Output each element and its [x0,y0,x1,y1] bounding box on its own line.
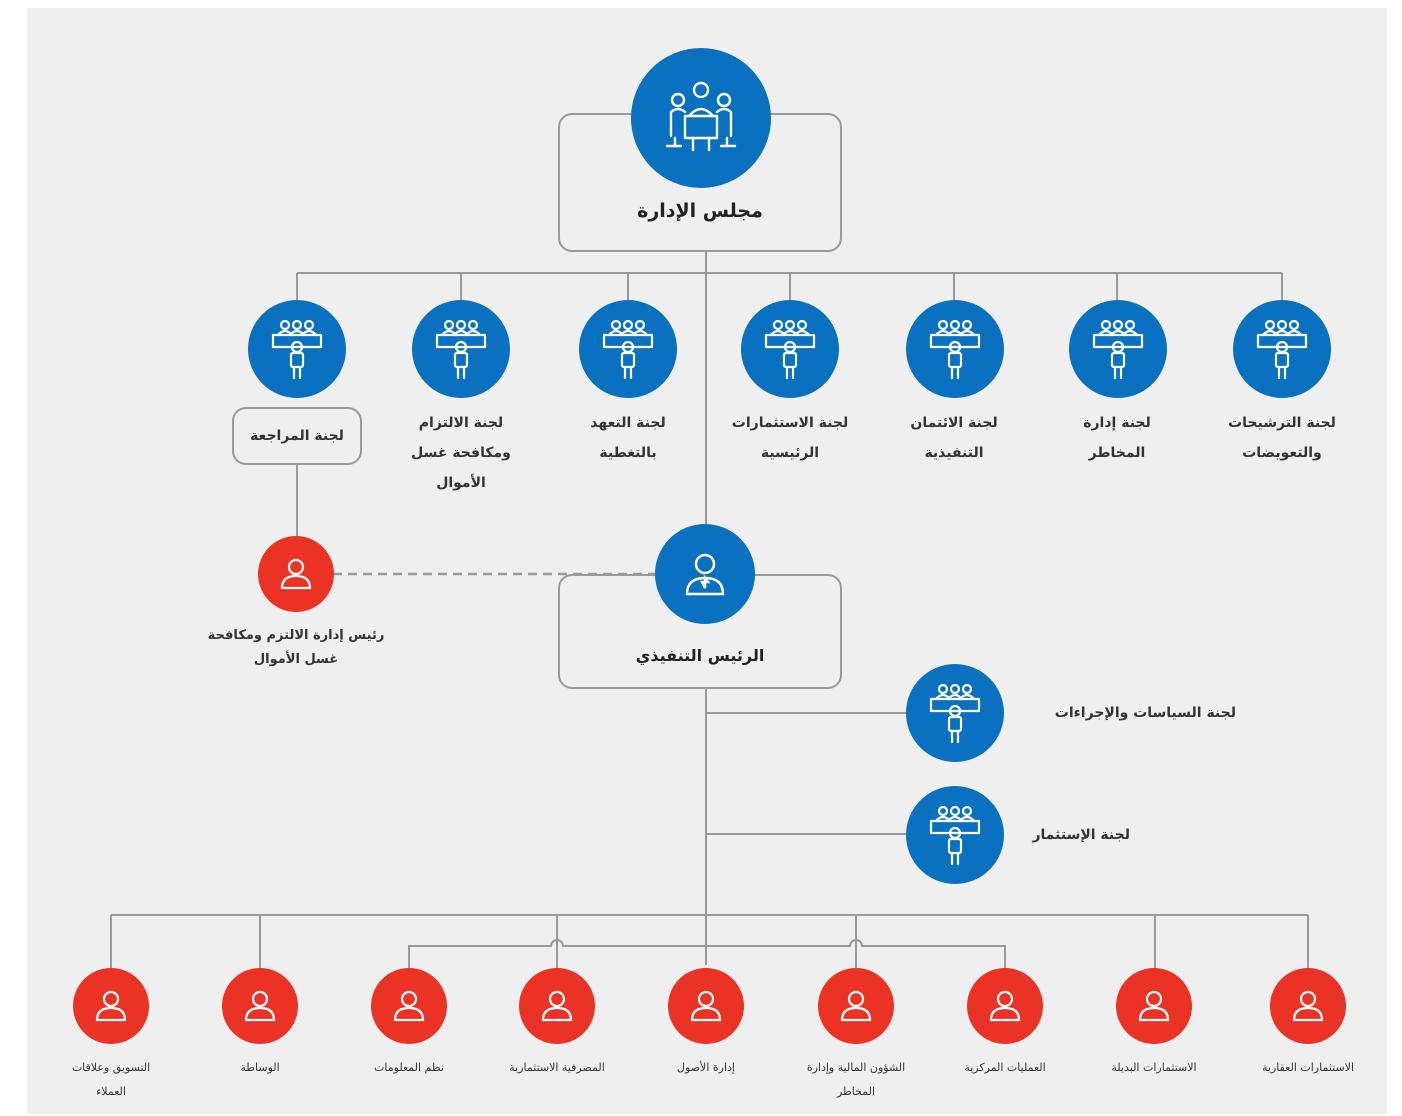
person-icon [541,990,573,1022]
committee-label-audit: لجنة المراجعة [250,428,344,444]
board-label: مجلس الإدارة [637,200,763,222]
committee-icon [929,805,981,866]
executive-icon [685,553,725,596]
committee-label-risk: لجنة إدارة المخاطر [1083,415,1151,461]
ceo-icon-circle [655,524,755,624]
person-icon [95,990,127,1022]
committee-circle-credit [906,300,1004,398]
committee-circle-investments [741,300,839,398]
person-icon [690,990,722,1022]
dept-label-alternative: الاستثمارات البديلة [1111,1061,1197,1074]
ceo-label: الرئيس التنفيذي [635,646,765,665]
dept-label-marketing: التسويق وعلاقات العملاء [71,1061,151,1098]
committee-circle-compliance [412,300,510,398]
dept-label-brokerage: الوساطة [240,1061,280,1074]
committee-label-policies: لجنة السياسات والإجراءات [1054,705,1236,721]
committee-circle-policies [906,664,1004,762]
committee-icon [435,319,487,380]
committee-circle-audit [248,300,346,398]
dept-circle-investment-banking [519,968,595,1044]
compliance-head-label: رئيس إدارة الالتزم ومكافحة غسل الأموال [207,628,385,667]
person-icon [244,990,276,1022]
dept-label-investment-banking: المصرفية الاستثمارية [509,1061,605,1074]
committee-label-nominations: لجنة الترشيحات والتعويضات [1228,415,1336,461]
person-icon [393,990,425,1022]
dept-circle-operations [967,968,1043,1044]
dept-circle-brokerage [222,968,298,1044]
person-icon [280,558,312,590]
committee-label-compliance: لجنة الالتزام ومكافحة غسل الأموال [411,415,511,491]
dept-label-information-systems: نظم المعلومات [374,1061,444,1074]
committee-icon [271,319,323,380]
committee-icon [929,683,981,744]
committee-label-underwriting: لجنة التعهد بالتغطية [590,415,666,461]
committee-icon [929,319,981,380]
committee-circle-nominations [1233,300,1331,398]
committee-icon [764,319,816,380]
person-icon [1292,990,1324,1022]
person-icon [840,990,872,1022]
compliance-head-circle [258,536,334,612]
dept-circle-information-systems [371,968,447,1044]
audit-committee-box [232,407,362,465]
committee-label-credit: لجنة الائتمان التنفيذية [910,415,998,461]
dept-label-asset-management: إدارة الأصول [677,1061,735,1074]
committee-circle-risk [1069,300,1167,398]
person-icon [989,990,1021,1022]
committee-icon [1256,319,1308,380]
committee-label-investment: لجنة الإستثمار [1032,827,1130,843]
person-icon [1138,990,1170,1022]
committee-icon [1092,319,1144,380]
board-icon-circle [631,48,771,188]
dept-circle-marketing [73,968,149,1044]
dept-label-real-estate: الاستثمارات العقارية [1261,1061,1355,1074]
committee-circle-underwriting [579,300,677,398]
dept-label-operations: العمليات المركزية [964,1061,1046,1074]
committee-circle-investment [906,786,1004,884]
committee-label-investments: لجنة الاستثمارات الرئيسية [731,415,849,461]
dept-circle-real-estate [1270,968,1346,1044]
dept-circle-finance-risk [818,968,894,1044]
dept-circle-asset-management [668,968,744,1044]
dept-circle-alternative [1116,968,1192,1044]
board-meeting-icon [665,81,737,152]
dept-label-finance-risk: الشؤون المالية وإدارة المخاطر [806,1061,906,1098]
committee-icon [602,319,654,380]
